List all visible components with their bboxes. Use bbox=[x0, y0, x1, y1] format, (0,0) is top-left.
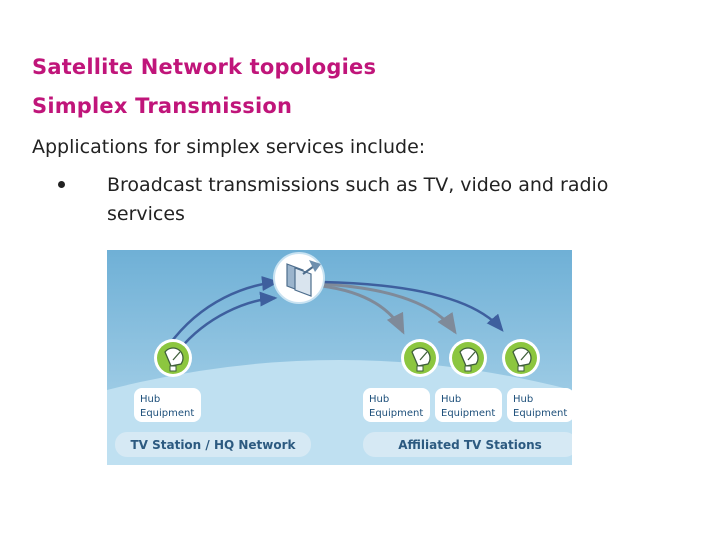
hub-equipment-label: Hub Equipment bbox=[363, 388, 430, 422]
svg-text:Hub: Hub bbox=[441, 394, 461, 405]
svg-text:Equipment: Equipment bbox=[513, 408, 567, 419]
downlink-arrow bbox=[321, 284, 405, 335]
affiliated-stations-banner: Affiliated TV Stations bbox=[363, 432, 572, 457]
svg-text:Hub: Hub bbox=[369, 394, 389, 405]
dish-antenna-icon bbox=[401, 339, 439, 377]
dish-antenna-icon bbox=[502, 339, 540, 377]
downlink-arrow bbox=[321, 282, 457, 335]
intro-text: Applications for simplex services includ… bbox=[32, 136, 426, 158]
uplink-arrow bbox=[167, 276, 280, 346]
tv-station-banner: TV Station / HQ Network bbox=[115, 432, 311, 457]
satellite-icon bbox=[273, 252, 325, 304]
svg-text:TV Station / HQ Network: TV Station / HQ Network bbox=[130, 438, 296, 452]
diagram-canvas: Hub Equipment Hub Equipment Hub Equipmen… bbox=[107, 250, 572, 465]
svg-text:Affiliated TV Stations: Affiliated TV Stations bbox=[398, 438, 542, 452]
bullet-icon bbox=[58, 181, 65, 188]
bullet-item: Broadcast transmissions such as TV, vide… bbox=[107, 174, 609, 225]
hub-equipment-label: Hub Equipment bbox=[134, 388, 201, 422]
svg-text:Hub: Hub bbox=[140, 394, 160, 405]
dish-antenna-icon bbox=[154, 339, 192, 377]
slide-subtitle: Simplex Transmission bbox=[32, 94, 293, 118]
dish-antenna-icon bbox=[449, 339, 487, 377]
svg-text:Equipment: Equipment bbox=[441, 408, 495, 419]
svg-text:Equipment: Equipment bbox=[140, 408, 194, 419]
downlink-arrow bbox=[321, 280, 504, 332]
slide-title: Satellite Network topologies bbox=[32, 55, 377, 79]
hub-equipment-label: Hub Equipment bbox=[507, 388, 572, 422]
hub-equipment-label: Hub Equipment bbox=[435, 388, 502, 422]
simplex-diagram: Hub Equipment Hub Equipment Hub Equipmen… bbox=[107, 250, 572, 465]
svg-text:Hub: Hub bbox=[513, 394, 533, 405]
svg-text:Equipment: Equipment bbox=[369, 408, 423, 419]
uplink-arrow bbox=[178, 291, 278, 351]
